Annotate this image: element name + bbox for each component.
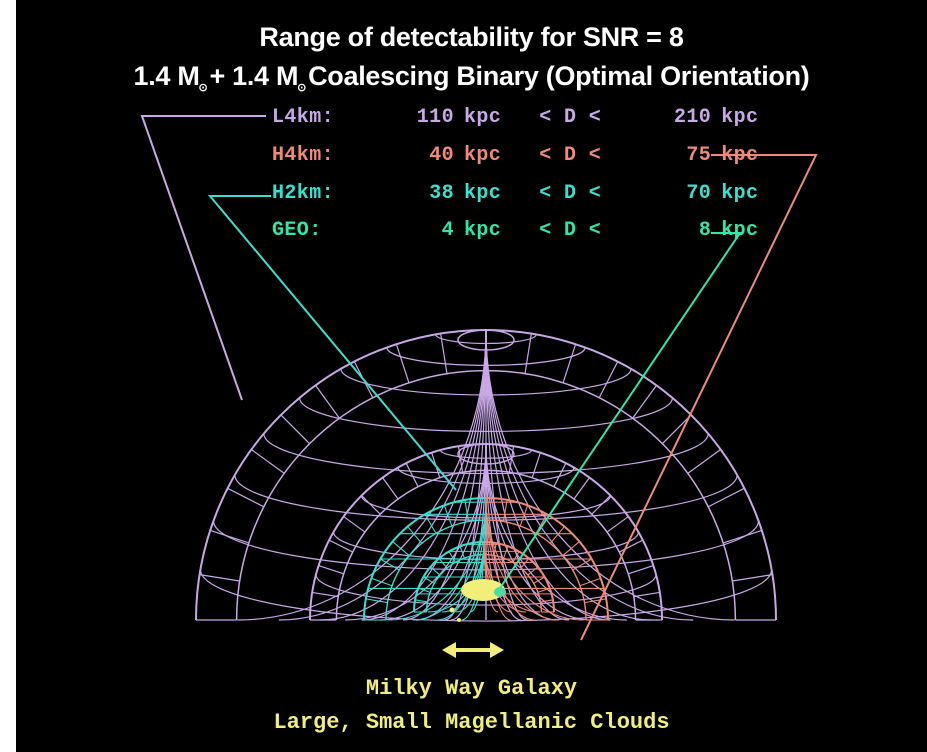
detector-row-h4km: H4km: 40 kpc < D < 75 kpc	[272, 144, 758, 167]
sun-symbol-1: ⊙	[198, 82, 208, 94]
detector-row-l4km: L4km: 110 kpc < D < 210 kpc	[272, 106, 758, 129]
detector-name: L4km:	[272, 106, 335, 129]
upper-unit: kpc	[721, 219, 759, 242]
h2km-inner-shell	[413, 541, 485, 613]
sun-symbol-2: ⊙	[297, 82, 307, 94]
h4km-leader-line	[580, 154, 818, 641]
range-relation: < D <	[539, 182, 602, 205]
lower-bound: 110	[416, 106, 454, 129]
detector-row-h2km: H2km: 38 kpc < D < 70 kpc	[272, 182, 758, 205]
lower-unit: kpc	[464, 144, 502, 167]
upper-bound: 210	[674, 106, 712, 129]
detector-name: H4km:	[272, 144, 335, 167]
mass-label-2: + 1.4 M	[209, 61, 299, 91]
diagram-title: Range of detectability for SNR = 8	[259, 22, 684, 52]
upper-unit: kpc	[721, 182, 759, 205]
upper-bound: 8	[698, 219, 712, 242]
milky-way-disk	[461, 579, 505, 601]
range-relation: < D <	[539, 219, 602, 242]
lower-bound: 38	[429, 182, 454, 205]
diagram-subtitle: 1.4 M⊙+ 1.4 M⊙Coalescing Binary (Optimal…	[16, 61, 927, 94]
geo-leader-line	[495, 232, 742, 595]
upper-unit: kpc	[721, 106, 759, 129]
caption-milky-way: Milky Way Galaxy	[365, 676, 578, 701]
h2km-leader-line	[207, 195, 457, 491]
upper-bound: 75	[686, 144, 712, 167]
l4km-leader-line	[140, 115, 266, 401]
large-magellanic-cloud	[449, 607, 455, 613]
lower-unit: kpc	[464, 106, 502, 129]
upper-bound: 70	[686, 182, 712, 205]
galaxy-core	[494, 587, 506, 597]
mass-label-1: 1.4 M	[133, 61, 200, 91]
caption-magellanic-clouds: Large, Small Magellanic Clouds	[273, 710, 670, 735]
l4km-shell	[195, 329, 777, 622]
lower-bound: 4	[441, 219, 454, 242]
small-magellanic-cloud	[457, 618, 461, 622]
lower-bound: 40	[429, 144, 454, 167]
diagram-canvas: Range of detectability for SNR = 8 1.4 M…	[16, 0, 927, 752]
h4km-inner-shell	[483, 541, 555, 613]
detection-shells	[140, 115, 818, 658]
lower-unit: kpc	[464, 219, 502, 242]
scale-arrow-right-head	[490, 642, 504, 658]
lower-unit: kpc	[464, 182, 502, 205]
range-relation: < D <	[539, 144, 602, 167]
detector-name: H2km:	[272, 182, 335, 205]
detector-row-geo: GEO: 4 kpc < D < 8 kpc	[272, 219, 758, 242]
scale-arrow-left-head	[442, 642, 456, 658]
range-relation: < D <	[539, 106, 602, 129]
binary-description: Coalescing Binary (Optimal Orientation)	[308, 61, 810, 91]
detector-name: GEO:	[272, 219, 322, 242]
upper-unit: kpc	[721, 144, 759, 167]
